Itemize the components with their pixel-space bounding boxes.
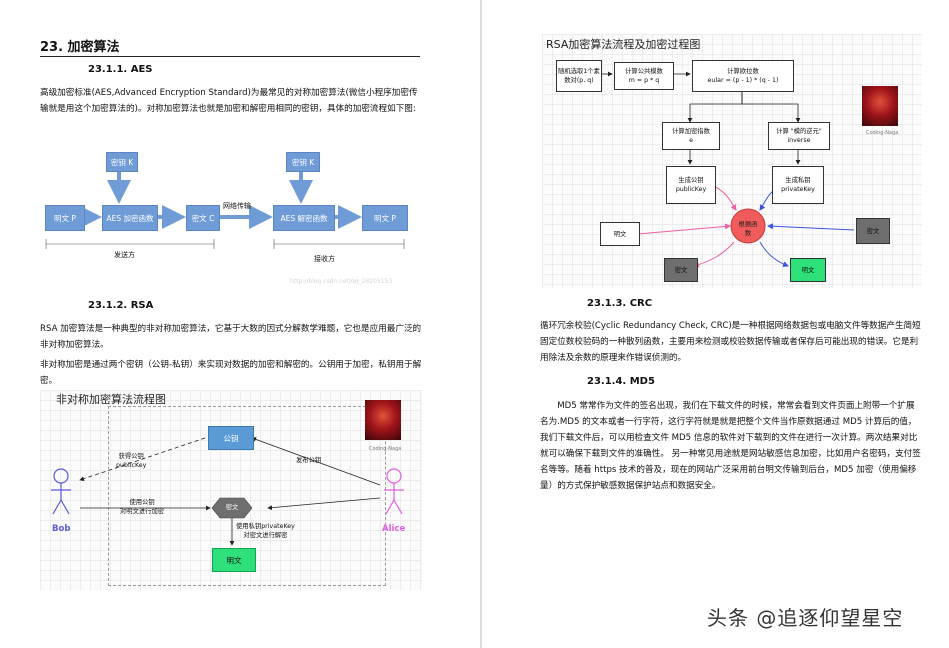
rsa-flow-lines [600,71,855,268]
rsa-heading: 23.1.2. RSA [88,300,154,311]
flow-center-label: 根据函 数 [738,221,758,237]
heading-rule [40,56,420,57]
aes-plaintext-box-2: 明文 P [362,205,408,231]
asym-diagram-title: 非对称加密算法流程图 [56,393,166,406]
encrypt-note-label: 使用公钥 对明文进行加密 [120,499,165,515]
rsa-flow-avatar-caption: Coding-Naga [866,130,899,136]
flow-plaintext-in: 明文 [600,222,640,246]
rsa-flow-title: RSA加密算法流程及加密过程图 [546,38,701,51]
rsa-paragraph-1: RSA 加密算法是一种典型的非对称加密算法，它基于大数的因式分解数学难题，它也是… [40,324,422,350]
aes-key-box-2: 密钥 K [286,152,320,172]
flow-plaintext-out: 明文 [790,258,826,282]
rsa-asym-diagram: 非对称加密算法流程图 公钥 获得公钥 publicKey 发布公钥 [40,390,422,590]
sender-label: 发送方 [114,251,135,259]
aes-encrypt-box: AES 加密函数 [102,205,158,231]
aes-diagram: 密钥 K 密钥 K 明文 P AES 加密函数 密文 C 网络传输 AES 解密… [40,145,420,290]
flow-step-inverse: 计算 "模的逆元" inverse [768,122,830,150]
crc-paragraph: 循环冗余校验(Cyclic Redundancy Check, CRC)是一种根… [540,321,921,363]
alice-label: Alice [382,524,406,534]
publish-pubkey-label: 发布公钥 [296,457,322,464]
receiver-label: 接收方 [314,255,335,263]
asym-plaintext-box: 明文 [212,548,256,572]
md5-heading: 23.1.4. MD5 [587,376,655,387]
aes-watermark: http://blog.csdn.net/qq_28205153 [290,278,393,285]
aes-paragraph: 高级加密标准(AES,Advanced Encryption Standard)… [40,88,418,114]
flow-step-prime-pair: 随机选取1个素 数对(p, q) [556,60,602,92]
bob-label: Bob [52,524,71,534]
asym-public-key-box: 公钥 [208,426,254,450]
aes-decrypt-box: AES 解密函数 [273,205,335,231]
aes-diagram-arrows [45,172,405,249]
flow-ciphertext-out: 密文 [664,258,698,282]
rsa-flow-avatar [862,86,898,126]
author-watermark: 头条 @追逐仰望星空 [707,606,904,630]
rsa-paragraph-2: 非对称加密是通过两个密钥（公钥-私钥）来实现对数据的加密和解密的。公钥用于加密，… [40,360,422,386]
flow-private-key-box: 生成私钥 privateKey [772,166,824,204]
aes-plaintext-box-1: 明文 P [45,205,85,231]
left-page: 23. 加密算法 23.1.1. AES 高级加密标准(AES,Advanced… [40,40,422,590]
aes-heading: 23.1.1. AES [88,64,153,75]
aes-ciphertext-box: 密文 C [186,205,220,231]
right-page: RSA加密算法流程及加密过程图 随机选取1个素 数对(p, q) 计算公共模数 … [482,0,949,648]
rsa-flow-diagram: RSA加密算法流程及加密过程图 随机选取1个素 数对(p, q) 计算公共模数 … [542,34,922,288]
network-label: 网络传输 [223,202,251,210]
asym-cipher-label: 密文 [225,504,239,511]
md5-paragraph: MD5 常常作为文件的签名出现，我们在下载文件的时候，常常会看到文件页面上附带一… [540,401,921,491]
crc-heading: 23.1.3. CRC [587,298,653,309]
avatar-caption: Coding-Naga [369,446,402,452]
section-heading: 23. 加密算法 [40,40,120,55]
flow-ciphertext-in: 密文 [856,218,890,244]
page-divider [480,0,482,648]
decrypt-note-label: 使用私钥privateKey 对密文进行解密 [236,523,295,539]
flow-step-exponent: 计算加密指数 e [662,122,720,150]
asym-dashed-frame [108,406,386,586]
flow-step-euler: 计算欧拉数 eular = (p - 1) * (q - 1) [692,60,794,92]
flow-public-key-box: 生成公钥 publicKey [666,166,716,204]
author-avatar [365,400,401,440]
flow-step-modulus: 计算公共模数 m = p * q [614,62,674,90]
aes-key-box-1: 密钥 K [106,152,138,172]
get-pubkey-label: 获得公钥 publicKey [116,453,147,469]
asym-diagram-lines [51,437,404,546]
